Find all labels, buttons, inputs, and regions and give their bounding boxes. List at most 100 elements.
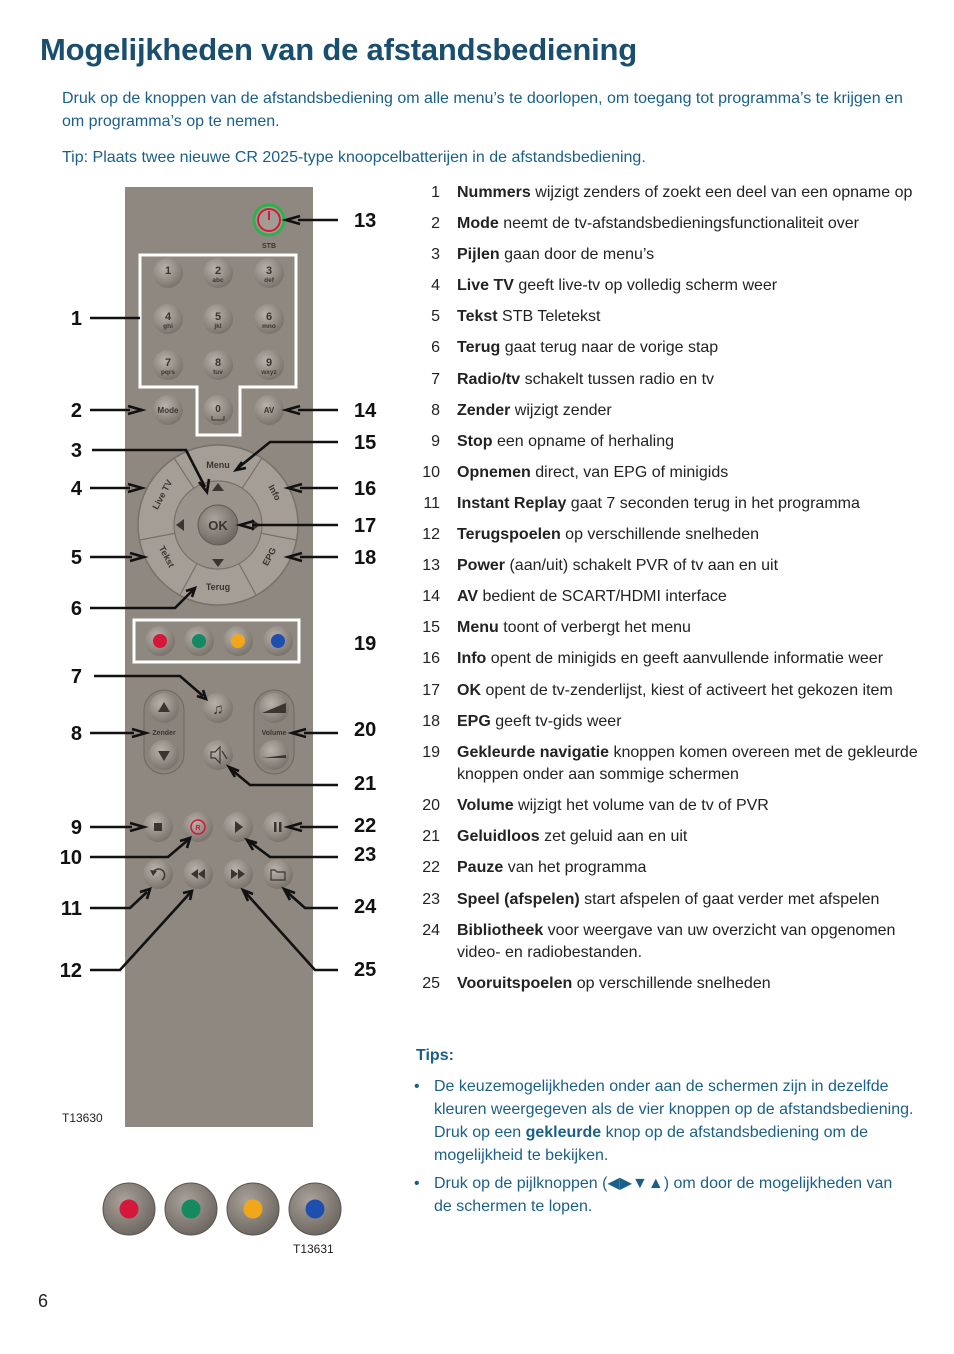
feature-label: Bibliotheek	[457, 921, 544, 939]
tips-heading: Tips:	[416, 1047, 454, 1064]
callout-4: 4	[71, 478, 83, 500]
feature-label: Live TV	[457, 277, 514, 295]
feature-description: bedient de SCART/HDMI interface	[478, 588, 727, 606]
bullet-icon: •	[414, 1078, 420, 1095]
feature-description: geeft live-tv op volledig scherm weer	[513, 277, 778, 295]
record-button	[183, 812, 213, 842]
number-key-digit: 1	[165, 265, 171, 277]
feature-description: gaat terug naar de vorige stap	[500, 339, 719, 357]
callout-19: 19	[354, 633, 376, 655]
svg-text:R: R	[195, 825, 200, 832]
callout-21: 21	[354, 773, 376, 795]
feature-number: 12	[422, 526, 440, 544]
svg-text:♫: ♫	[212, 701, 223, 718]
feature-label: EPG	[457, 712, 491, 730]
feature-description: neemt de tv-afstandsbedieningsfunctional…	[498, 215, 859, 233]
feature-number: 18	[422, 712, 440, 730]
feature-label: Geluidloos	[457, 828, 540, 846]
feature-label: Terugspoelen	[457, 526, 561, 544]
callout-5: 5	[71, 547, 82, 569]
feature-text: Radio/tv schakelt tussen radio en tv	[457, 369, 922, 392]
number-key-digit: 7	[165, 357, 171, 369]
feature-label: Tekst	[457, 308, 498, 326]
intro-text: Druk op de knoppen van de afstandsbedien…	[62, 90, 903, 130]
feature-description: STB Teletekst	[497, 308, 601, 326]
feature-description: (aan/uit) schakelt PVR of tv aan en uit	[505, 557, 779, 575]
feature-label: Zender	[457, 401, 511, 419]
callout-12: 12	[60, 960, 82, 982]
callout-2: 2	[71, 400, 82, 422]
feature-number: 20	[422, 797, 440, 815]
number-key-letters: ghi	[163, 323, 173, 330]
svg-text:Mode: Mode	[158, 406, 179, 415]
feature-label: Speel (afspelen)	[457, 890, 580, 908]
callout-7: 7	[71, 666, 82, 688]
feature-number: 15	[422, 619, 440, 637]
feature-text: Power (aan/uit) schakelt PVR of tv aan e…	[457, 555, 922, 578]
stb-label: STB	[262, 243, 276, 250]
feature-number: 3	[431, 246, 440, 264]
feature-label: Opnemen	[457, 463, 531, 481]
feature-item: 5 Tekst STB Teletekst	[412, 306, 922, 329]
feature-text: Zender wijzigt zender	[457, 400, 922, 423]
feature-item: 4 Live TV geeft live-tv op volledig scher…	[412, 275, 922, 298]
callout-9: 9	[71, 817, 82, 839]
feature-description: gaan door de menu’s	[499, 246, 655, 264]
feature-description: knoppen komen overeen met de gekleurde k…	[457, 743, 918, 784]
feature-text: Terug gaat terug naar de vorige stap	[457, 337, 922, 360]
feature-label: Stop	[457, 432, 493, 450]
feature-description: van het programma	[503, 859, 647, 877]
feature-item: 15 Menu toont of verbergt het menu	[412, 617, 922, 640]
number-key-1: 1	[153, 258, 183, 288]
number-key-digit: 4	[165, 311, 172, 323]
tip-text: Druk op de pijlknoppen (◀▶▼▲) om door de…	[434, 1175, 893, 1215]
feature-text: Info opent de minigids en geeft aanvulle…	[457, 648, 922, 671]
feature-description: opent de tv-zenderlijst, kiest of active…	[481, 681, 893, 699]
callout-18: 18	[354, 547, 376, 569]
callout-23: 23	[354, 844, 376, 866]
feature-description: wijzigt het volume van de tv of PVR	[513, 797, 769, 815]
number-key-digit: 8	[215, 357, 221, 369]
buttons-figure-code: T13631	[293, 1242, 334, 1256]
feature-number: 1	[431, 184, 440, 201]
svg-text:0: 0	[215, 404, 221, 415]
callout-11: 11	[61, 898, 82, 920]
callout-20: 20	[354, 719, 376, 741]
battery-tip: Tip: Plaats twee nieuwe CR 2025-type kno…	[62, 149, 646, 166]
feature-description: geeft tv-gids weer	[490, 712, 622, 730]
feature-text: Tekst STB Teletekst	[457, 306, 922, 329]
number-key-letters: def	[264, 277, 275, 284]
feature-label: Volume	[457, 797, 514, 815]
callout-14: 14	[354, 400, 377, 422]
callout-10: 10	[60, 847, 82, 869]
feature-text: Mode neemt de tv-afstandsbedieningsfunct…	[457, 213, 922, 236]
svg-text:Zender: Zender	[152, 730, 176, 737]
callout-24: 24	[354, 896, 377, 918]
feature-number: 5	[431, 308, 440, 326]
feature-text: Menu toont of verbergt het menu	[457, 617, 922, 640]
feature-label: Nummers	[457, 184, 531, 201]
svg-text:OK: OK	[208, 518, 228, 533]
feature-label: Pijlen	[457, 246, 500, 264]
feature-text: AV bedient de SCART/HDMI interface	[457, 586, 922, 609]
remote-figure-code: T13630	[62, 1111, 103, 1125]
feature-number: 21	[422, 828, 440, 846]
feature-number: 4	[431, 277, 440, 295]
callout-15: 15	[354, 432, 376, 454]
callout-8: 8	[71, 723, 82, 745]
